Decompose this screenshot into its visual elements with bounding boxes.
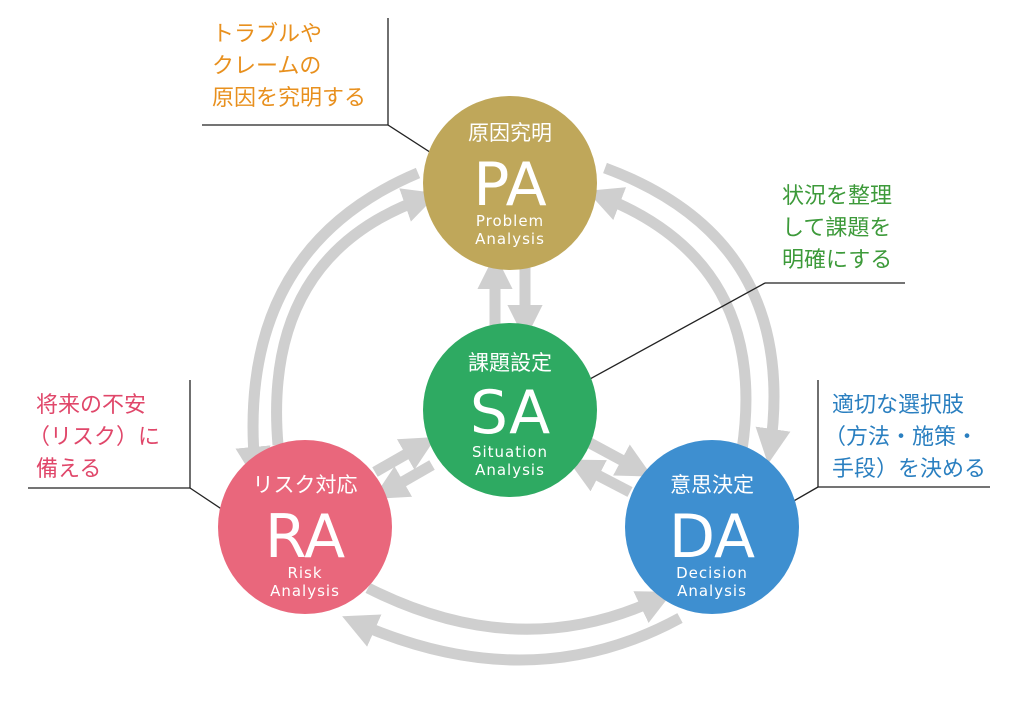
sa-callout-line-1: 状況を整理 (782, 184, 892, 209)
arrow-da-to-ra-bottom (342, 613, 683, 666)
sa-callout-line-3: 明確にする (782, 248, 892, 273)
ra-title: リスク対応 (253, 473, 358, 497)
arrow-pa-to-da-outer (603, 162, 791, 464)
da-circle (625, 440, 799, 614)
arrow-ra-to-pa-inner (271, 188, 439, 446)
pa-sub1: Problem (476, 212, 544, 230)
da-node: 意思決定 DA Decision Analysis (625, 440, 799, 614)
sa-node: 課題設定 SA Situation Analysis (423, 323, 597, 497)
ra-node: リスク対応 RA Risk Analysis (218, 440, 392, 614)
ra-callout-line-2: （リスク）に (28, 425, 160, 450)
sa-sub2: Analysis (475, 461, 545, 479)
pa-circle (423, 96, 597, 270)
da-sub2: Analysis (677, 582, 747, 600)
pa-node: 原因究明 PA Problem Analysis (423, 96, 597, 270)
da-callout-line-3: 手段）を決める (832, 457, 986, 482)
inner-arrows (372, 253, 653, 500)
ra-sub1: Risk (287, 564, 322, 582)
arrow-da-to-sa (567, 459, 633, 497)
arrow-pa-to-ra-outer (235, 167, 421, 483)
pa-callout-line-2: クレームの (212, 54, 321, 79)
da-callout: 適切な選択肢 （方法・施策・ 手段）を決める (824, 393, 986, 482)
ra-circle (218, 440, 392, 614)
sa-sub1: Situation (472, 443, 548, 461)
da-callout-line-2: （方法・施策・ (824, 425, 978, 450)
arrow-sa-to-ra (372, 460, 435, 500)
ra-abbr: RA (265, 502, 345, 572)
sa-callout: 状況を整理 して課題を 明確にする (782, 184, 892, 273)
da-title: 意思決定 (670, 473, 754, 497)
da-callout-line-1: 適切な選択肢 (832, 393, 964, 418)
arrow-da-to-pa-inner (586, 187, 752, 451)
arrow-sa-to-da (585, 437, 653, 477)
ra-callout-line-1: 将来の不安 (36, 393, 146, 418)
sa-abbr: SA (470, 378, 550, 448)
pa-sub2: Analysis (475, 230, 545, 248)
pa-callout: トラブルや クレームの 原因を究明する (212, 22, 366, 111)
sa-title: 課題設定 (468, 351, 552, 375)
da-abbr: DA (669, 502, 755, 572)
arrow-ra-to-sa (372, 437, 437, 477)
pa-title: 原因究明 (468, 121, 552, 145)
sa-callout-line-2: して課題を (782, 216, 891, 241)
pa-callout-line-3: 原因を究明する (212, 86, 366, 111)
ra-callout-line-3: 備える (36, 457, 101, 482)
pa-abbr: PA (473, 150, 546, 220)
arrow-ra-to-da-outer (365, 583, 673, 635)
ra-callout: 将来の不安 （リスク）に 備える (28, 393, 160, 482)
pa-callout-line-1: トラブルや (212, 22, 322, 47)
sa-circle (423, 323, 597, 497)
outer-cycle-arrows (235, 162, 791, 666)
ra-sub2: Analysis (270, 582, 340, 600)
da-sub1: Decision (676, 564, 748, 582)
